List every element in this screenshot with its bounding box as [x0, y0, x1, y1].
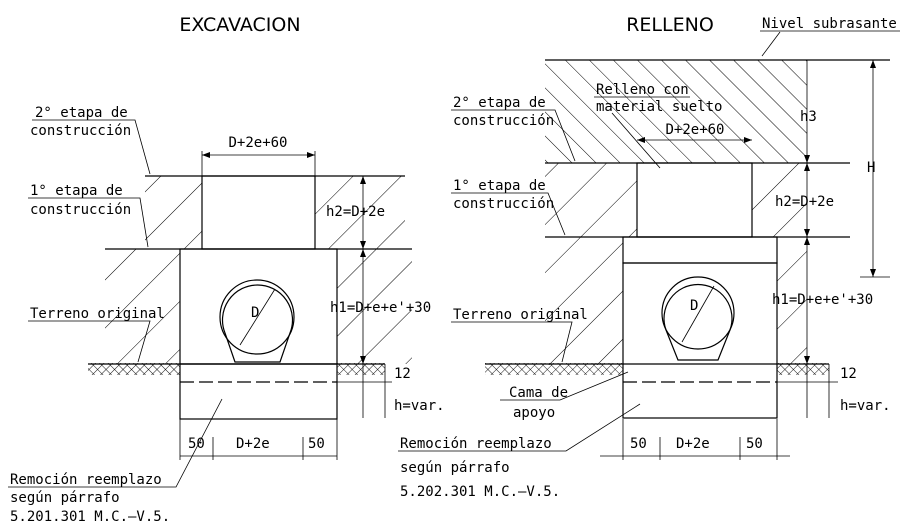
pipe-diameter-label: D: [251, 305, 259, 321]
layer-h3: [545, 60, 807, 163]
pipe-diameter-label-r: D: [690, 298, 698, 314]
bed-thickness-label: 12: [394, 366, 411, 382]
h2-label-r: h2=D+2e: [775, 194, 834, 210]
subgrade-label: Nivel subrasante: [762, 16, 897, 32]
stage2-right-bank-r: [752, 163, 807, 237]
dim-mid: D+2e: [236, 436, 270, 452]
note-r-line3: 5.202.301 M.C.–V.5.: [400, 484, 560, 500]
terrain-right: [337, 363, 385, 375]
stage1-label-r-line1: 1° etapa de: [453, 178, 546, 194]
stage1-label-r-line2: construcción: [453, 196, 554, 212]
compacted-fill: [622, 262, 778, 419]
dim-right-50-r: 50: [746, 436, 763, 452]
loose-fill-upper: [636, 162, 753, 238]
stage2-label-r-line2: construcción: [453, 113, 554, 129]
h1-label-r: h1=D+e+e'+30: [772, 292, 873, 308]
note-r-line2: según párrafo: [400, 460, 510, 476]
H-label: H: [867, 160, 875, 176]
stage2-left-bank: [145, 176, 202, 249]
bed-thickness-label-r: 12: [840, 366, 857, 382]
stage1-left-bank: [105, 249, 180, 364]
h3-label: h3: [800, 109, 817, 125]
stage1-left-bank-r: [545, 237, 623, 365]
note-line3: 5.201.301 M.C.–V.5.: [10, 509, 170, 525]
excavacion-title: EXCAVACION: [179, 14, 300, 36]
stage1-label-line2: construcción: [30, 202, 131, 218]
terrain-left-r: [485, 363, 623, 375]
replacement-zone: [179, 363, 338, 420]
terrain-label: Terreno original: [30, 306, 165, 322]
top-width-label: D+2e+60: [228, 135, 287, 151]
upper-crosshatch: [201, 175, 316, 250]
excavacion-section: EXCAVACION D D+2e+60: [8, 14, 445, 525]
terrain-label-r: Terreno original: [453, 307, 588, 323]
dim-left-50: 50: [188, 436, 205, 452]
fill-material-line2: material suelto: [596, 99, 722, 115]
terrain-right-r: [777, 363, 829, 375]
dim-mid-r: D+2e: [676, 436, 710, 452]
pipe: D: [219, 279, 295, 363]
hvar-label: h=var.: [394, 398, 445, 414]
note-line2: según párrafo: [10, 490, 120, 506]
hvar-label-r: h=var.: [840, 398, 891, 414]
loose-fill-lower: [622, 236, 778, 264]
h1-label: h1=D+e+e'+30: [330, 300, 431, 316]
stage2-left-bank-r: [545, 163, 637, 237]
stage1-label-line1: 1° etapa de: [30, 183, 123, 199]
fill-material-line1: Relleno con: [596, 82, 689, 98]
stage2-right-bank: [315, 176, 405, 249]
relleno-section: RELLENO Nivel subrasante D: [398, 14, 900, 500]
top-width-label-r: D+2e+60: [665, 122, 724, 138]
stage2-label-line2: construcción: [30, 123, 131, 139]
stage1-right-bank: [337, 249, 412, 364]
stage2-label-line1: 2° etapa de: [35, 105, 128, 121]
terrain-left: [88, 363, 180, 375]
pipe-r: D: [661, 276, 735, 361]
bedding-line1: Cama de: [509, 385, 568, 401]
note-line1: Remoción reemplazo: [10, 472, 162, 488]
dim-left-50-r: 50: [630, 436, 647, 452]
note-r-line1: Remoción reemplazo: [400, 436, 552, 452]
stage2-label-r-line1: 2° etapa de: [453, 95, 546, 111]
h2-label: h2=D+2e: [326, 204, 385, 220]
bedding-line2: apoyo: [513, 405, 555, 421]
dim-right-50: 50: [308, 436, 325, 452]
relleno-title: RELLENO: [626, 14, 714, 36]
stage1-right-bank-r: [777, 237, 807, 365]
